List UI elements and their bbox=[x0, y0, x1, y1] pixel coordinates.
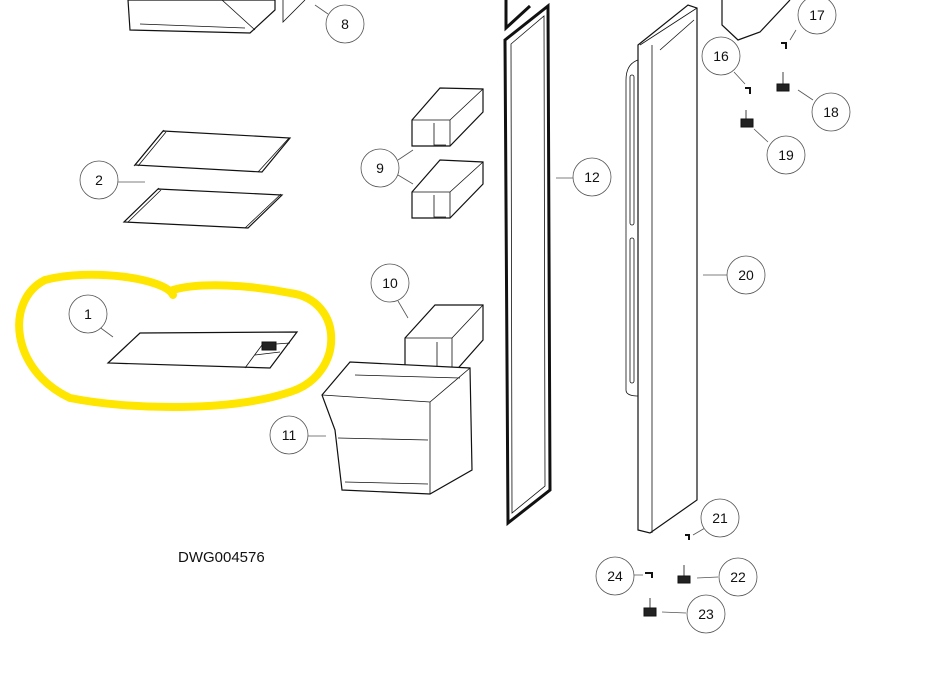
callout-22: 22 bbox=[718, 557, 758, 597]
svg-text:16: 16 bbox=[713, 48, 729, 64]
callout-18: 18 bbox=[811, 92, 851, 132]
callout-10: 10 bbox=[370, 263, 410, 303]
svg-text:10: 10 bbox=[382, 275, 398, 291]
svg-text:19: 19 bbox=[778, 147, 794, 163]
callout-19: 19 bbox=[766, 135, 806, 175]
yellow-highlight-circle bbox=[15, 270, 336, 412]
svg-text:21: 21 bbox=[712, 510, 728, 526]
part-20-door bbox=[625, 0, 791, 534]
callout-20: 20 bbox=[726, 255, 766, 295]
part-1-shelf bbox=[106, 331, 299, 369]
svg-text:11: 11 bbox=[282, 427, 297, 443]
svg-text:22: 22 bbox=[730, 569, 746, 585]
svg-text:23: 23 bbox=[698, 606, 714, 622]
part-12-door-gasket bbox=[503, 0, 552, 527]
svg-text:9: 9 bbox=[376, 160, 384, 176]
callout-23: 23 bbox=[686, 594, 726, 634]
svg-text:18: 18 bbox=[823, 104, 839, 120]
svg-text:1: 1 bbox=[84, 306, 92, 322]
svg-text:17: 17 bbox=[809, 7, 825, 23]
callout-1: 1 bbox=[68, 294, 108, 334]
part-9-door-bins bbox=[411, 87, 484, 219]
drawing-number: DWG004576 bbox=[178, 549, 265, 566]
part-2-glass-shelves bbox=[122, 129, 292, 229]
part-8-crisper-bin bbox=[127, 0, 306, 34]
hinge-hardware bbox=[643, 42, 790, 617]
leader-lines bbox=[97, 4, 814, 614]
callout-17: 17 bbox=[797, 0, 837, 35]
svg-text:20: 20 bbox=[738, 267, 754, 283]
callout-24: 24 bbox=[595, 556, 635, 596]
callout-11: 11 bbox=[269, 415, 309, 455]
callout-2: 2 bbox=[79, 160, 119, 200]
svg-text:12: 12 bbox=[584, 169, 600, 185]
svg-text:24: 24 bbox=[607, 568, 623, 584]
svg-text:8: 8 bbox=[341, 16, 349, 32]
svg-text:2: 2 bbox=[95, 172, 103, 188]
callout-16: 16 bbox=[701, 36, 741, 76]
callout-12: 12 bbox=[572, 157, 612, 197]
part-10-door-bin bbox=[404, 304, 484, 376]
callout-21: 21 bbox=[700, 498, 740, 538]
part-11-door-basket bbox=[321, 361, 473, 495]
callout-8: 8 bbox=[325, 4, 365, 44]
callout-9: 9 bbox=[360, 148, 400, 188]
